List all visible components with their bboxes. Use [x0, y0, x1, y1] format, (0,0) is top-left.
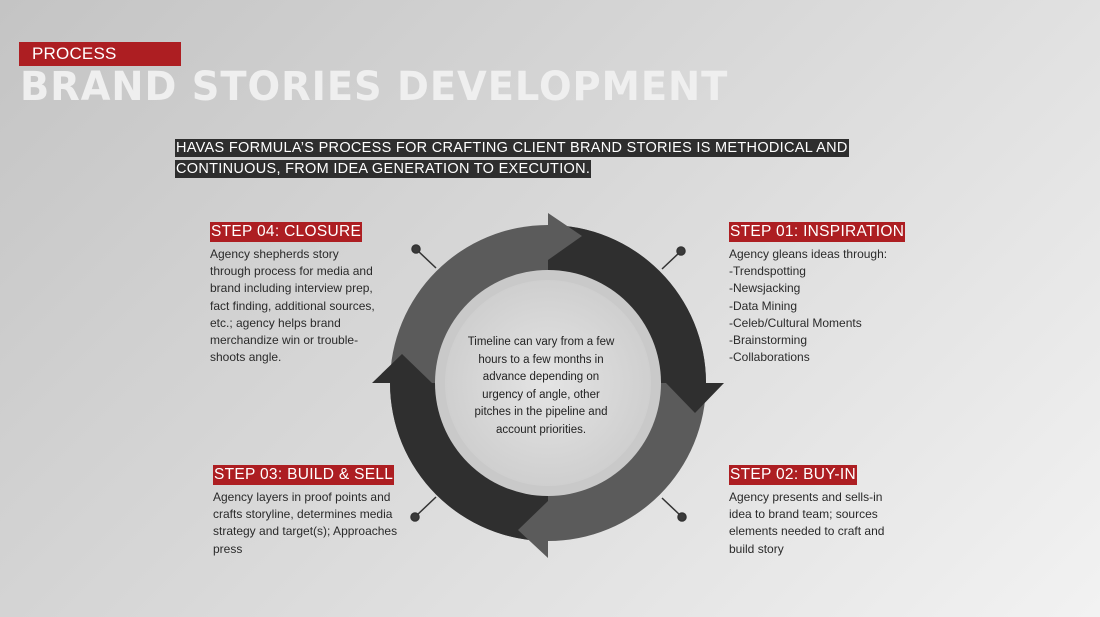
pin-line-bottom-right — [661, 497, 682, 517]
pin-dot-bottom-right — [677, 512, 687, 522]
arrow-head-right — [666, 383, 724, 413]
pin-dot-top-left — [411, 244, 421, 254]
pin-line-top-right — [661, 251, 681, 270]
step-04-closure: STEP 04: CLOSURE Agency shepherds story … — [210, 222, 382, 366]
arrow-head-left — [372, 354, 432, 383]
step-01-inspiration: STEP 01: INSPIRATION Agency gleans ideas… — [729, 222, 919, 366]
step-01-title: STEP 01: INSPIRATION — [729, 222, 906, 242]
step-03-build-sell: STEP 03: BUILD & SELL Agency layers in p… — [213, 465, 403, 558]
list-item: -Collaborations — [729, 350, 810, 365]
page-title: BRAND STORIES DEVELOPMENT — [20, 64, 729, 110]
intro-text: HAVAS FORMULA’S PROCESS FOR CRAFTING CLI… — [175, 138, 935, 180]
list-item: -Data Mining — [729, 298, 798, 313]
pin-line-top-left — [416, 249, 437, 269]
arrow-head-bottom — [518, 501, 548, 558]
list-item: -Newsjacking — [729, 281, 801, 296]
pin-dot-bottom-left — [410, 512, 420, 522]
arrow-head-top — [548, 213, 582, 260]
step-02-buy-in: STEP 02: BUY-IN Agency presents and sell… — [729, 465, 894, 558]
center-disk — [445, 280, 651, 486]
step-03-title: STEP 03: BUILD & SELL — [213, 465, 395, 485]
list-item: -Celeb/Cultural Moments — [729, 315, 862, 330]
step-03-body: Agency layers in proof points and crafts… — [213, 490, 398, 556]
step-01-lead: Agency gleans ideas through: — [729, 247, 888, 261]
pin-dot-top-right — [676, 246, 686, 256]
step-02-title: STEP 02: BUY-IN — [729, 465, 857, 485]
section-tag: PROCESS — [19, 42, 181, 66]
connector-pins — [410, 244, 687, 522]
step-01-list: -Trendspotting -Newsjacking -Data Mining… — [729, 263, 919, 366]
pin-line-bottom-left — [415, 496, 437, 517]
list-item: -Trendspotting — [729, 264, 806, 279]
center-timeline-text: Timeline can vary from a few hours to a … — [467, 336, 615, 436]
list-item: -Brainstorming — [729, 333, 808, 348]
step-04-body: Agency shepherds story through process f… — [210, 247, 375, 365]
step-02-body: Agency presents and sells-in idea to bra… — [729, 490, 885, 556]
step-04-title: STEP 04: CLOSURE — [210, 222, 363, 242]
